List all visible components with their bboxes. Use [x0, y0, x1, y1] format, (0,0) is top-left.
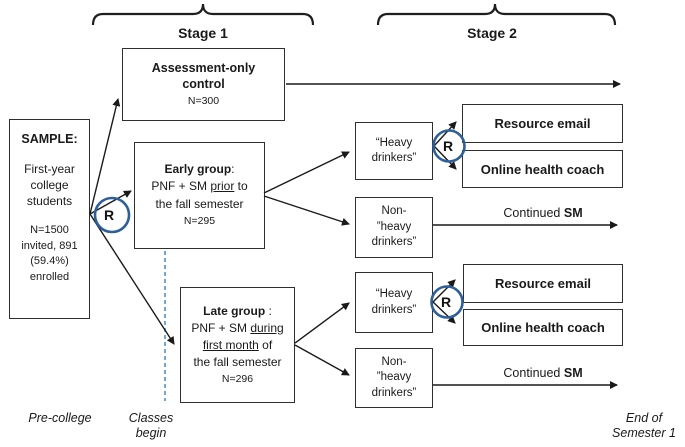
arrow-late-to-nonheavy	[294, 344, 350, 376]
heavy-drinkers-box-late: “Heavy drinkers”	[355, 272, 433, 333]
continued-sm-label-late: Continued SM	[503, 366, 583, 380]
arrow-early-to-nonheavy	[263, 195, 350, 226]
stage1-label: Stage 1	[178, 25, 228, 41]
late-line2: PNF + SM during	[191, 320, 284, 335]
sample-box: SAMPLE: First-year college students N=15…	[9, 119, 90, 319]
late-n: N=296	[221, 372, 254, 385]
arrow-r-to-control	[89, 98, 121, 215]
late-title: Late group :	[203, 303, 272, 318]
control-n: N=300	[187, 94, 220, 107]
timeline-pre-college: Pre-college	[28, 411, 92, 425]
continued-sm-label-early: Continued SM	[503, 206, 583, 220]
randomizer-r-late: R	[440, 294, 452, 310]
stage2-label: Stage 2	[467, 25, 517, 41]
late-group-box: Late group : PNF + SM during first month…	[180, 287, 295, 403]
late-line4: the fall semester	[193, 354, 282, 369]
control-title: Assessment-only	[151, 60, 256, 75]
early-n: N=295	[183, 215, 216, 227]
stage2-brace	[376, 3, 617, 26]
sample-enrollment: (59.4%)	[30, 255, 69, 267]
online-health-coach-box-early: Online health coach	[462, 150, 623, 188]
early-group-box: Early group: PNF + SM prior to the fall …	[134, 142, 265, 249]
late-line3: first month of	[202, 337, 273, 352]
control-title: control	[182, 77, 225, 92]
resource-email-box-late: Resource email	[463, 264, 623, 303]
sample-title: SAMPLE:	[21, 132, 78, 146]
non-heavy-drinkers-box-late: Non- ”heavy drinkers”	[355, 348, 433, 408]
online-health-coach-box-late: Online health coach	[463, 309, 623, 346]
sample-line: students	[26, 194, 73, 208]
control-group-box: Assessment-only control N=300	[122, 48, 285, 121]
sample-line: college	[30, 178, 69, 192]
early-line2: PNF + SM prior to	[151, 179, 248, 193]
randomizer-r-main: R	[103, 207, 115, 223]
randomizer-r-early: R	[442, 138, 454, 154]
stage1-brace	[91, 3, 315, 26]
sample-enrollment: invited, 891	[21, 239, 78, 252]
early-line3: the fall semester	[155, 196, 244, 211]
arrow-late-to-heavy	[294, 302, 350, 344]
non-heavy-drinkers-box-early: Non- ”heavy drinkers”	[355, 197, 433, 258]
sample-enrollment: N=1500	[30, 224, 69, 236]
timeline-classes-begin: Classes begin	[128, 411, 174, 440]
sample-line: First-year	[24, 162, 75, 176]
resource-email-box-early: Resource email	[462, 104, 623, 143]
timeline-end-of-semester: End of Semester 1	[612, 411, 676, 440]
heavy-drinkers-box-early: “Heavy drinkers”	[355, 122, 433, 180]
sample-enrollment: enrolled	[29, 270, 70, 283]
arrow-early-to-heavy	[263, 151, 350, 194]
early-title: Early group:	[164, 161, 235, 176]
